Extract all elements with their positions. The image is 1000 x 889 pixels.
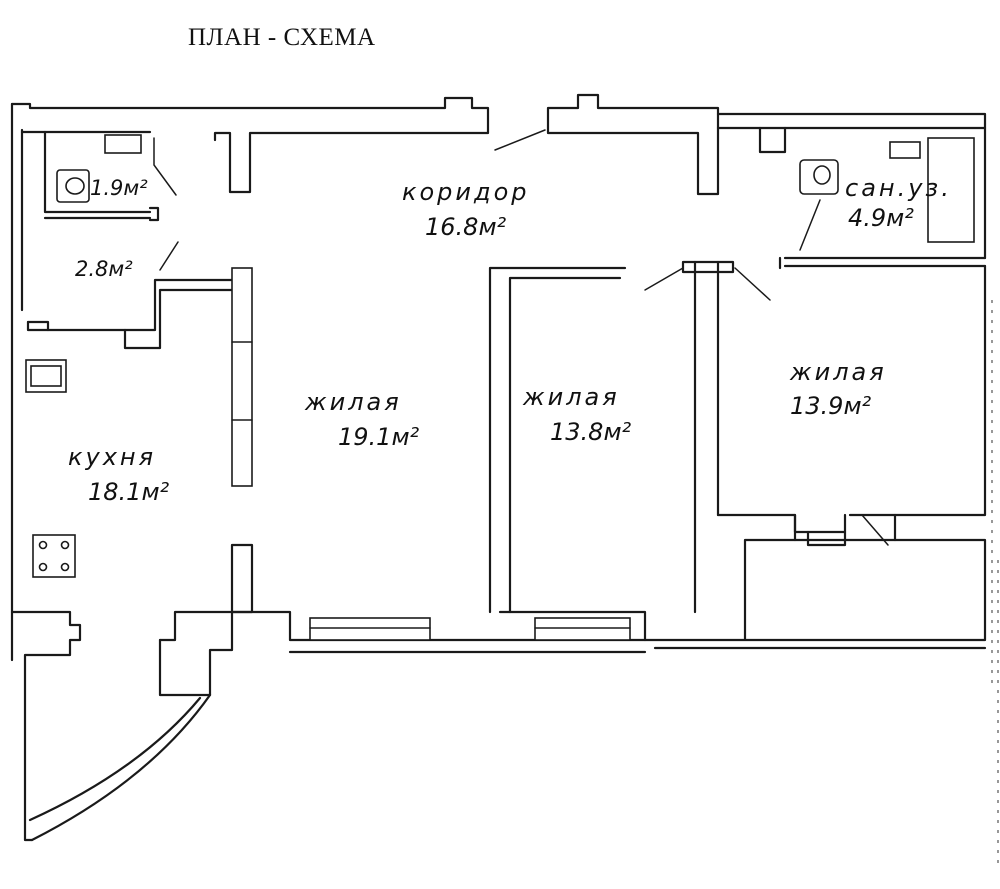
room-area-toilet: 1.9м² [90, 176, 148, 200]
kitchen-partition [25, 267, 254, 614]
room-area-kitchen: 18.1м² [88, 478, 170, 506]
plan-title: ПЛАН - СХЕМА [188, 24, 376, 51]
room-label-corridor: коридор 16.8м² [402, 178, 530, 241]
room-area-living-3: 13.9м² [790, 392, 872, 420]
room-area-storage: 2.8м² [75, 257, 133, 281]
room-label-living-1: жилая 19.1м² [304, 388, 420, 451]
storage-room-walls [26, 241, 234, 350]
window-frame [309, 617, 431, 641]
toilet-seat-icon [813, 165, 831, 185]
room-name-living-2: жилая [522, 383, 620, 411]
burner-icon [38, 562, 48, 572]
room-label-living-2: жилая 13.8м² [522, 383, 632, 446]
room-name-living-1: жилая [304, 388, 402, 416]
room-name-living-3: жилая [789, 358, 887, 386]
room-area-living-1: 19.1м² [338, 423, 420, 451]
toilet-tank-icon [104, 134, 142, 154]
room-area-bathroom: 4.9м² [848, 204, 914, 232]
exterior-walls [10, 93, 987, 662]
sink-basin-icon [30, 365, 62, 387]
kitchen-cabinet [231, 267, 253, 487]
room-label-bathroom: сан.уз. 4.9м² [845, 174, 952, 232]
room-label-living-3: жилая 13.9м² [789, 358, 887, 420]
room-name-bathroom: сан.уз. [845, 174, 952, 202]
stove-icon [32, 534, 76, 578]
bathroom-walls [778, 137, 987, 270]
bathtub-icon [927, 137, 975, 243]
toilet-room-walls [43, 130, 177, 222]
room-area-corridor: 16.8м² [425, 213, 507, 241]
living-room-2-walls [488, 129, 771, 614]
sink-icon [889, 141, 921, 159]
burner-icon [60, 540, 70, 550]
burner-icon [38, 540, 48, 550]
room-label-toilet: 1.9м² [90, 176, 148, 200]
window-frame [534, 617, 631, 641]
room-area-living-2: 13.8м² [550, 418, 632, 446]
burner-icon [60, 562, 70, 572]
room-label-storage: 2.8м² [75, 257, 133, 281]
room-name-kitchen: кухня [68, 443, 156, 471]
room-name-corridor: коридор [402, 178, 530, 206]
living-room-3-walls [716, 264, 999, 870]
bottom-walls [10, 538, 987, 842]
toilet-seat-icon [65, 177, 85, 195]
room-label-kitchen: кухня 18.1м² [68, 443, 170, 506]
